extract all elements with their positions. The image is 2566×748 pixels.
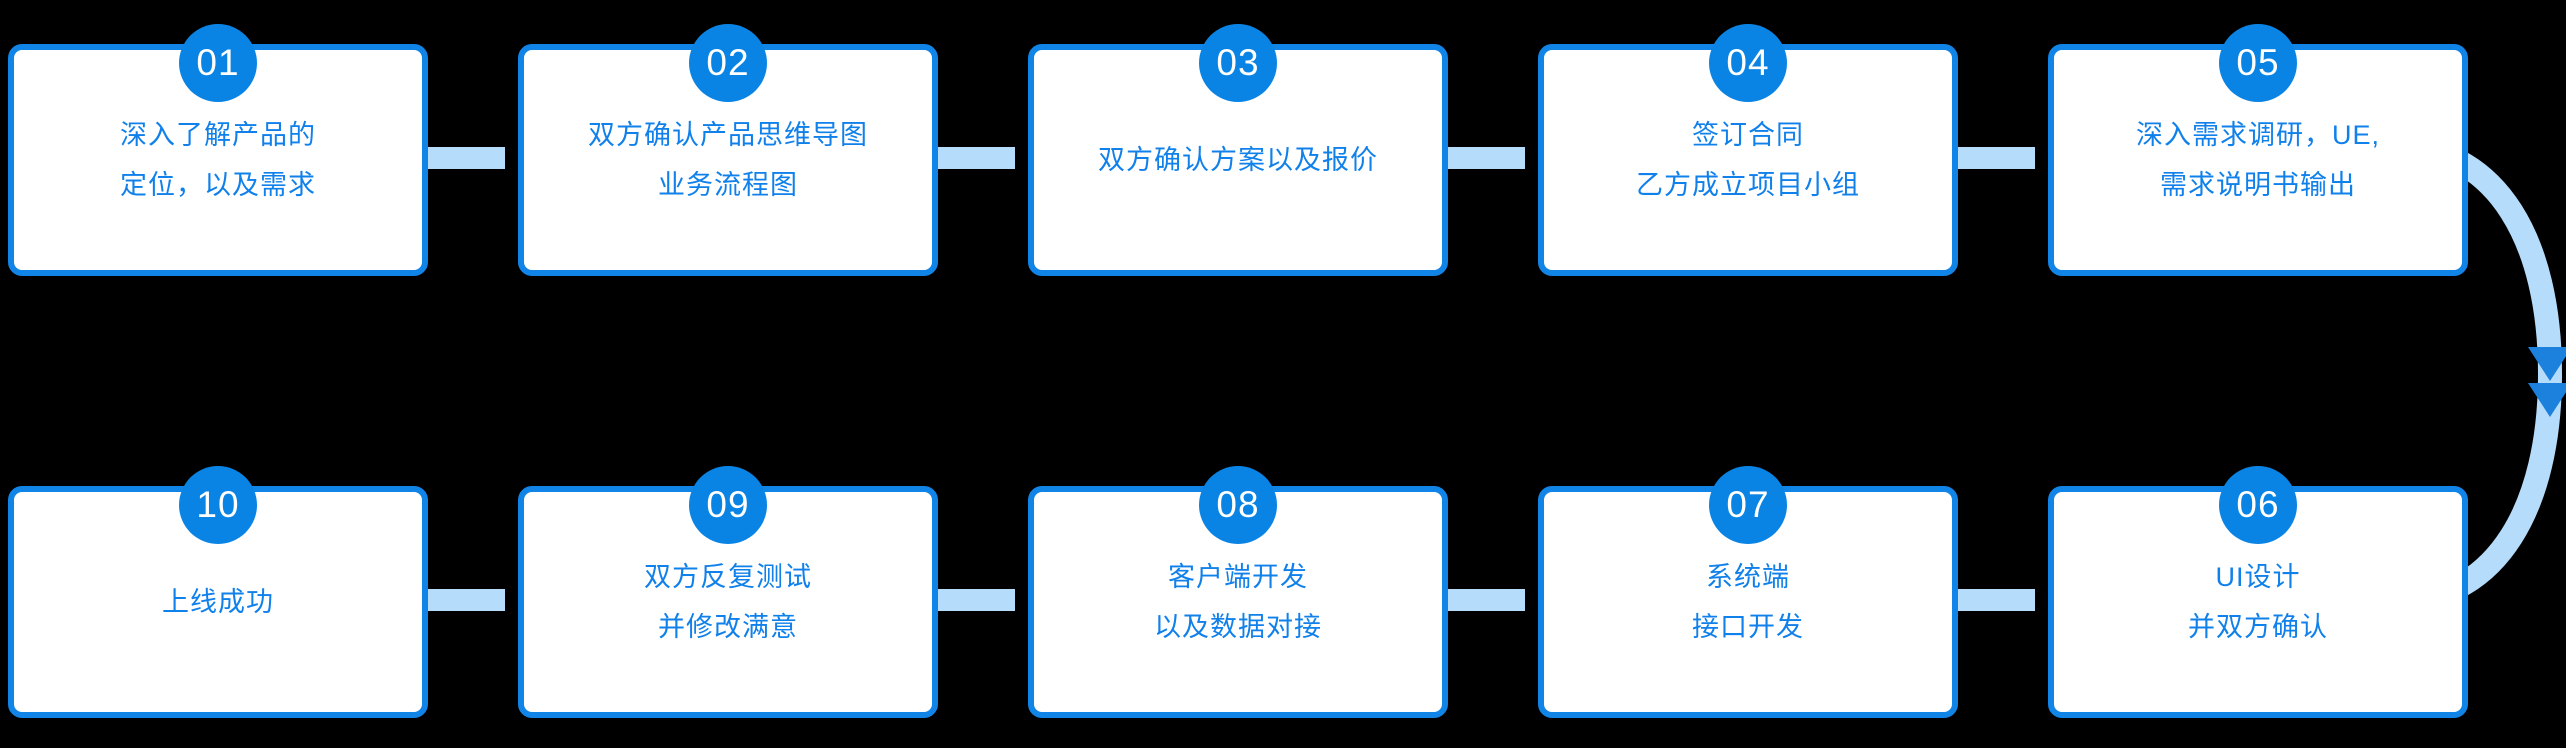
- step-03[interactable]: 双方确认方案以及报价 03: [1028, 24, 1448, 278]
- step-01[interactable]: 深入了解产品的 定位，以及需求 01: [8, 24, 428, 278]
- step-02-card[interactable]: 双方确认产品思维导图 业务流程图: [518, 44, 938, 276]
- step-05[interactable]: 深入需求调研，UE, 需求说明书输出 05: [2048, 24, 2468, 278]
- connector-01-02: [415, 147, 505, 169]
- step-10-badge: 10: [179, 466, 257, 544]
- step-05-line-1: 深入需求调研，UE,: [2135, 120, 2380, 150]
- step-02-line-1: 双方确认产品思维导图: [588, 120, 868, 150]
- top-row: 深入了解产品的 定位，以及需求 01 双方确认产品思维导图 业务流程图 02 双…: [0, 24, 2500, 278]
- step-01-line-2: 定位，以及需求: [120, 170, 316, 200]
- connector-02-03: [925, 147, 1015, 169]
- connector-04-05: [1945, 147, 2035, 169]
- step-09-line-1: 双方反复测试: [644, 562, 812, 592]
- step-08-badge: 08: [1199, 466, 1277, 544]
- step-02-badge: 02: [689, 24, 767, 102]
- step-08[interactable]: 客户端开发 以及数据对接 08: [1028, 466, 1448, 720]
- step-07-line-1: 系统端: [1706, 562, 1790, 592]
- step-04-line-2: 乙方成立项目小组: [1636, 170, 1860, 200]
- step-05-line-2: 需求说明书输出: [2160, 170, 2356, 200]
- step-07[interactable]: 系统端 接口开发 07: [1538, 466, 1958, 720]
- step-04[interactable]: 签订合同 乙方成立项目小组 04: [1538, 24, 1958, 278]
- step-08-line-1: 客户端开发: [1168, 562, 1308, 592]
- step-05-badge: 05: [2219, 24, 2297, 102]
- connector-09-08: [925, 589, 1015, 611]
- arrow-head-upper: [2528, 347, 2566, 381]
- step-10[interactable]: 上线成功 10: [8, 466, 428, 720]
- step-06-line-1: UI设计: [2215, 562, 2301, 592]
- step-04-line-1: 签订合同: [1692, 120, 1804, 150]
- step-03-line-1: 双方确认方案以及报价: [1098, 145, 1378, 175]
- step-09-line-2: 并修改满意: [658, 612, 798, 642]
- step-06-line-2: 并双方确认: [2188, 612, 2328, 642]
- step-08-line-2: 以及数据对接: [1154, 612, 1322, 642]
- step-02-line-2: 业务流程图: [658, 170, 798, 200]
- step-03-badge: 03: [1199, 24, 1277, 102]
- step-06-badge: 06: [2219, 466, 2297, 544]
- step-09[interactable]: 双方反复测试 并修改满意 09: [518, 466, 938, 720]
- connector-07-06: [1945, 589, 2035, 611]
- step-05-card[interactable]: 深入需求调研，UE, 需求说明书输出: [2048, 44, 2468, 276]
- connector-10-09: [415, 589, 505, 611]
- step-01-badge: 01: [179, 24, 257, 102]
- step-02[interactable]: 双方确认产品思维导图 业务流程图 02: [518, 24, 938, 278]
- step-06[interactable]: UI设计 并双方确认 06: [2048, 466, 2468, 720]
- step-07-badge: 07: [1709, 466, 1787, 544]
- bottom-row: 上线成功 10 双方反复测试 并修改满意 09 客户端开发 以及数据对接 08 …: [0, 466, 2500, 720]
- arrow-head-lower: [2528, 383, 2566, 417]
- step-09-badge: 09: [689, 466, 767, 544]
- connector-08-07: [1435, 589, 1525, 611]
- step-10-line-1: 上线成功: [162, 587, 274, 617]
- connector-03-04: [1435, 147, 1525, 169]
- step-07-line-2: 接口开发: [1692, 612, 1804, 642]
- step-04-badge: 04: [1709, 24, 1787, 102]
- step-01-line-1: 深入了解产品的: [120, 120, 316, 150]
